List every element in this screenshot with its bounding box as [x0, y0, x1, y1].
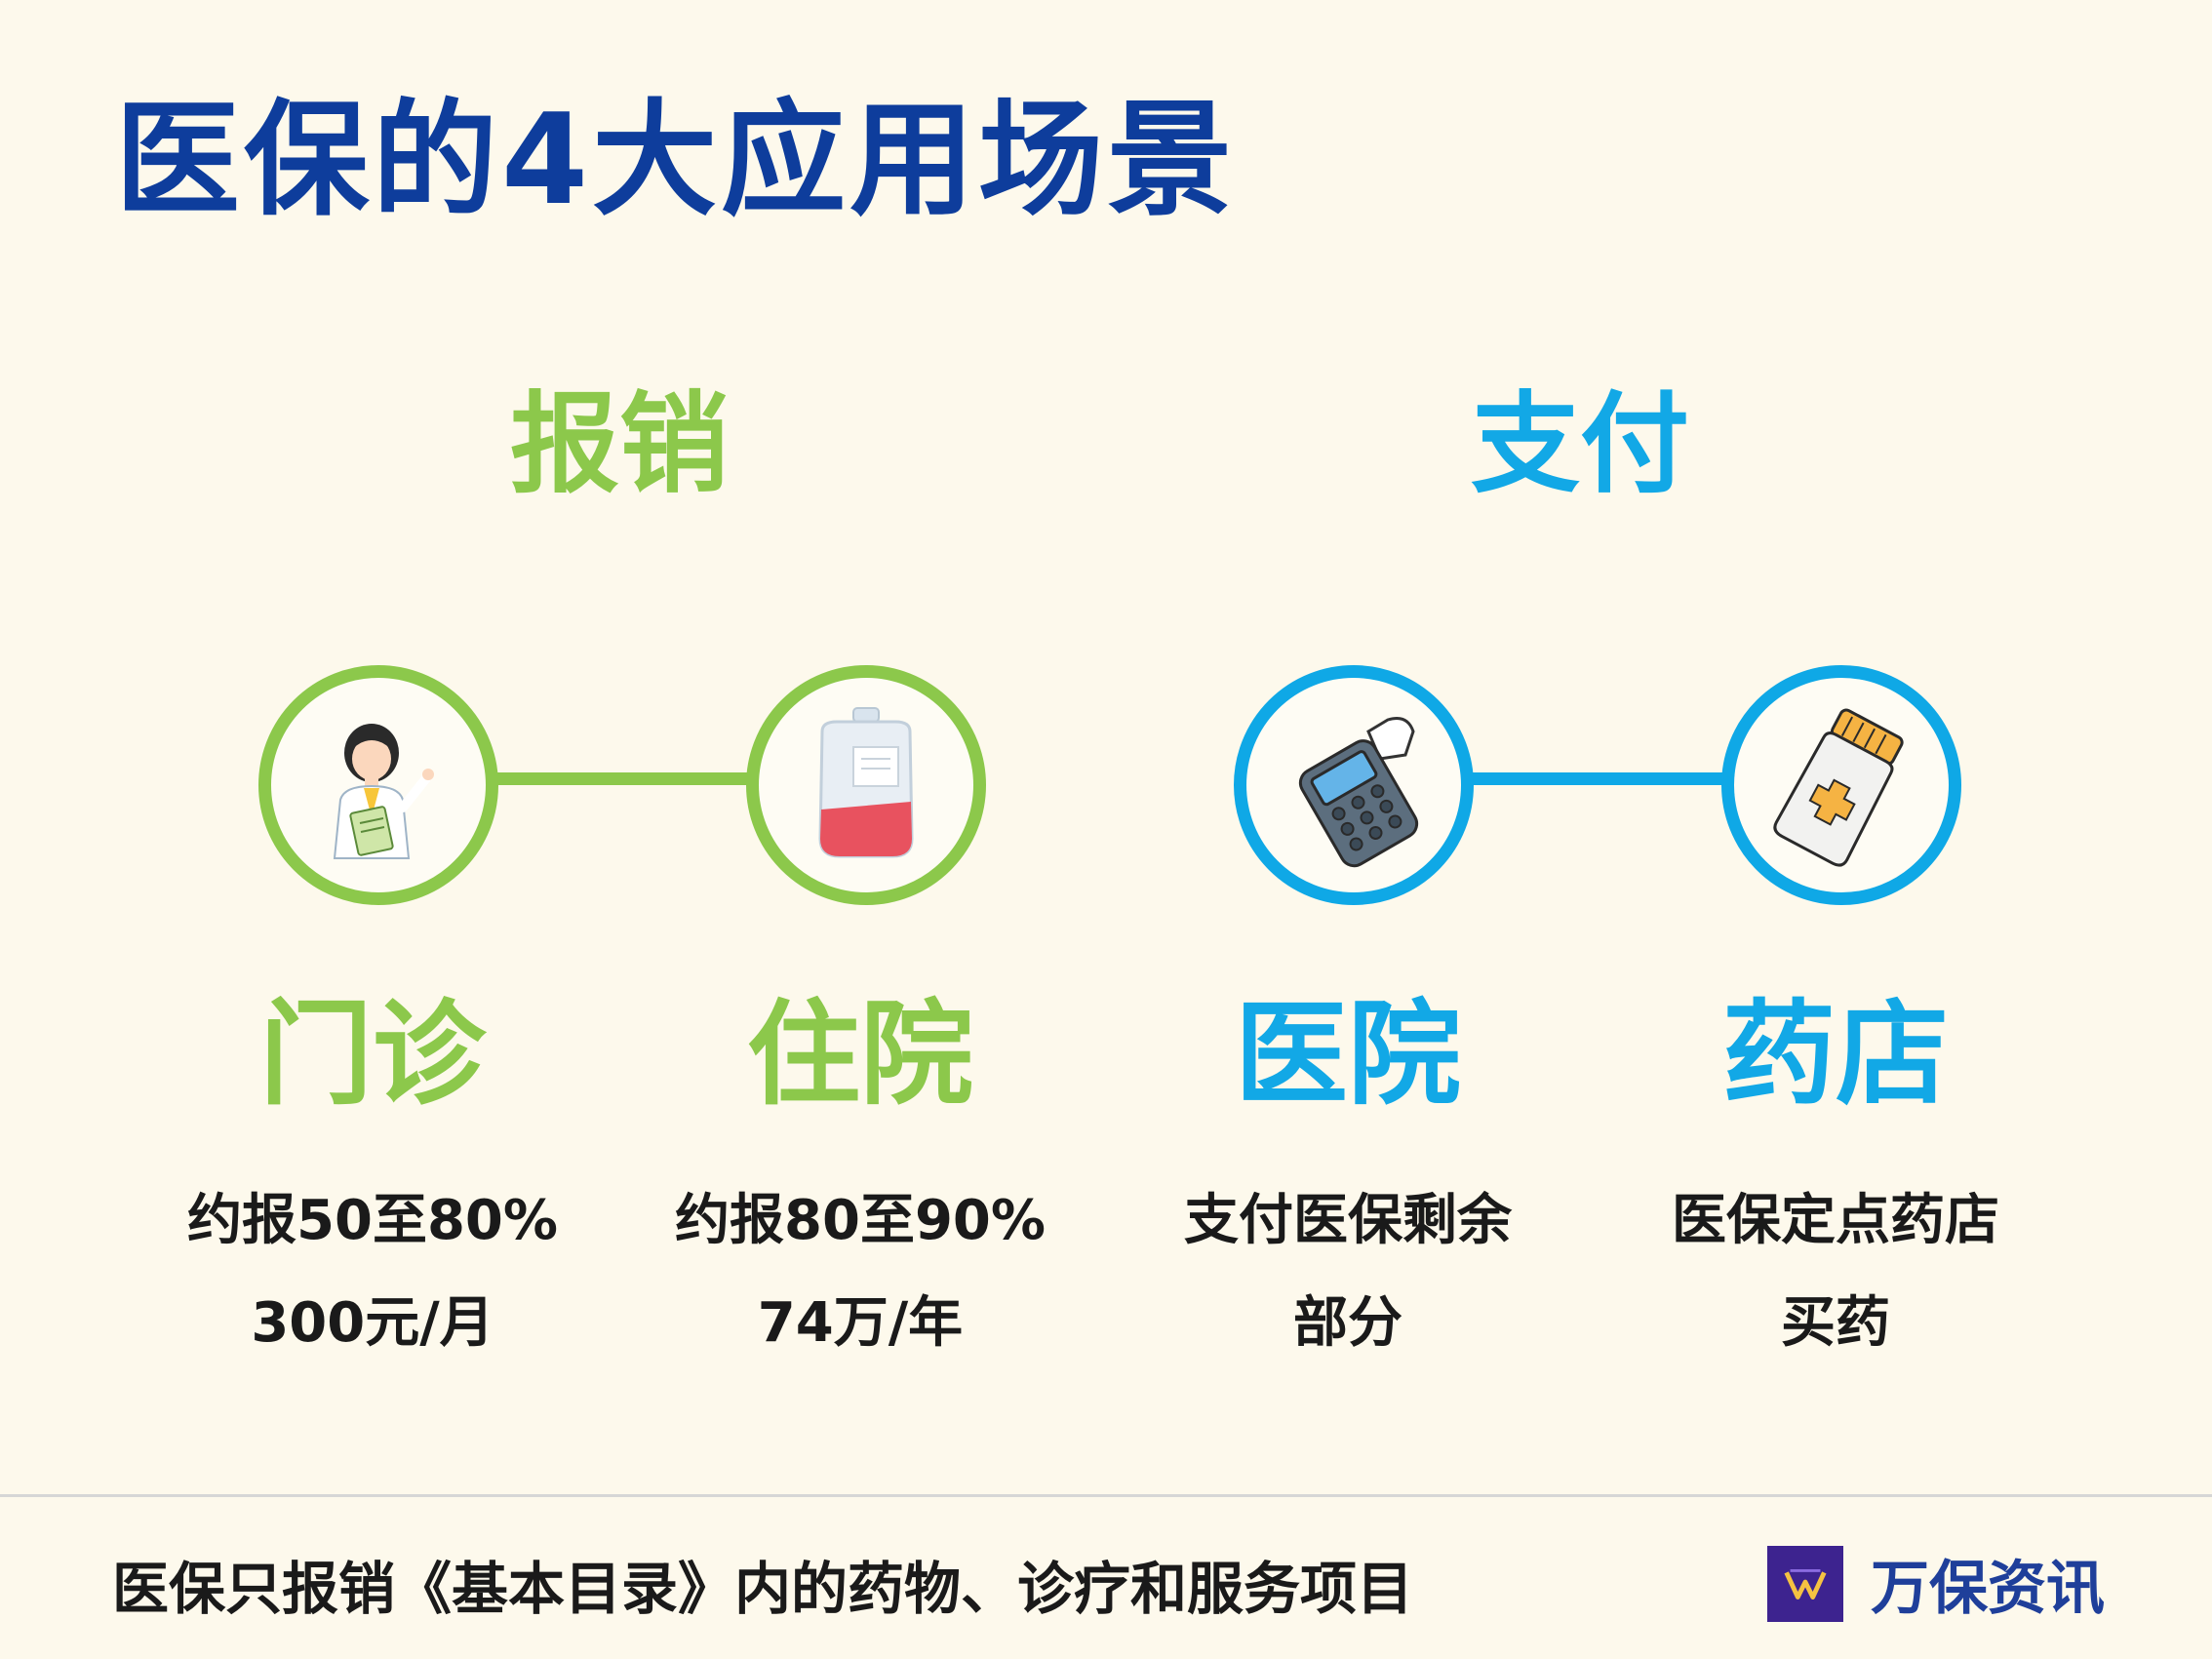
pharmacy-circle [1721, 665, 1961, 905]
pos-terminal-icon [1298, 717, 1419, 868]
reimbursement-connector-line [478, 772, 770, 785]
hospital-desc-line1: 支付医保剩余 [1184, 1189, 1512, 1252]
scene-label-hospital: 医院 [1235, 989, 1461, 1121]
inpatient-desc-line2: 74万/年 [757, 1291, 964, 1355]
scene-label-pharmacy: 药店 [1722, 989, 1949, 1121]
inpatient-desc-line1: 约报80至90% [675, 1189, 1046, 1252]
inpatient-circle [746, 665, 986, 905]
brand-logo-icon [1767, 1545, 1843, 1622]
footer-note: 医保只报销《基本目录》内的药物、诊疗和服务项目 [112, 1556, 1414, 1622]
outpatient-desc-line2: 300元/月 [251, 1291, 494, 1355]
doctor-icon [333, 724, 434, 859]
footer-divider [0, 1494, 2212, 1497]
hospital-circle [1234, 665, 1474, 905]
scene-label-inpatient: 住院 [747, 989, 973, 1121]
iv-bag-icon [818, 707, 914, 858]
scene-label-outpatient: 门诊 [259, 989, 486, 1121]
brand: 万保资讯 [1767, 1541, 2105, 1626]
medicine-bottle-icon [1773, 708, 1904, 867]
payment-connector-line [1453, 772, 1746, 785]
outpatient-circle [258, 665, 498, 905]
brand-name: 万保资讯 [1871, 1555, 2105, 1623]
pharmacy-desc-line1: 医保定点药店 [1672, 1189, 1999, 1252]
group-label-reimbursement: 报销 [510, 381, 729, 508]
group-label-payment: 支付 [1471, 381, 1689, 508]
hospital-desc-line2: 部分 [1293, 1291, 1402, 1355]
page-title: 医保的4大应用场景 [115, 88, 1237, 233]
pharmacy-desc-line2: 买药 [1781, 1291, 1890, 1355]
outpatient-desc-line1: 约报50至80% [187, 1189, 558, 1252]
